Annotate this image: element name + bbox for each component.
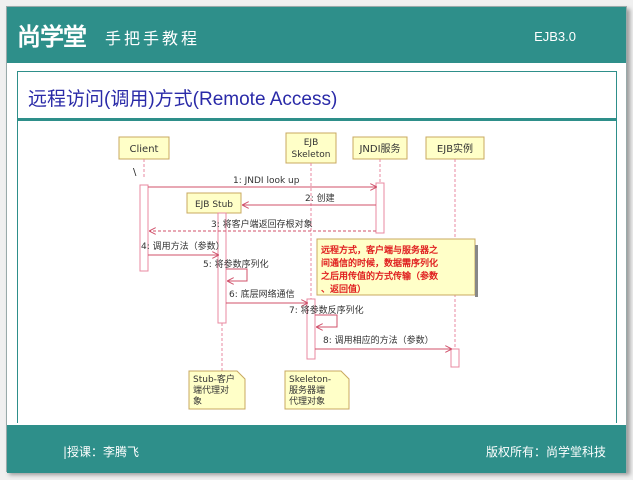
stub-box-label: EJB Stub bbox=[195, 200, 233, 210]
stub-activation bbox=[217, 212, 227, 324]
skeleton-note-line-1: Skeleton- bbox=[289, 375, 331, 385]
lecturer-text: |授课：李腾飞 bbox=[63, 445, 140, 459]
lifeline-jndi-label: JNDI服务 bbox=[358, 142, 400, 155]
skeleton-note: Skeleton- 服务器端 代理对象 bbox=[284, 370, 350, 410]
lifeline-skeleton-label1: EJB bbox=[304, 138, 319, 148]
message-3-label: 3: 将客户端返回存根对象 bbox=[211, 218, 313, 230]
title-box: 远程访问(调用)方式(Remote Access) bbox=[17, 71, 617, 119]
instance-activation bbox=[450, 348, 460, 368]
callout-line-2: 间通信的时候，数据需序列化 bbox=[321, 257, 438, 269]
content-frame bbox=[17, 121, 617, 423]
slide-title: 远程访问(调用)方式(Remote Access) bbox=[28, 89, 338, 110]
stub-note-line-2: 端代理对 bbox=[193, 384, 229, 396]
lifeline-instance: EJB实例 bbox=[425, 136, 485, 160]
stub-note-line-1: Stub-客户 bbox=[193, 373, 235, 385]
remote-callout: 远程方式，客户端与服务器之 间通信的时候，数据需序列化 之后用传值的方式传输（参… bbox=[316, 238, 478, 297]
slide: 尚学堂 手把手教程 EJB3.0 远程访问(调用)方式(Remote Acces… bbox=[6, 6, 627, 473]
copyright-text: 版权所有：尚学堂科技 bbox=[485, 445, 606, 459]
logo: 尚学堂 bbox=[17, 23, 87, 51]
callout-line-1: 远程方式，客户端与服务器之 bbox=[321, 244, 438, 256]
message-1-label: 1: JNDI look up bbox=[233, 176, 300, 186]
message-6-label: 6: 底层网络通信 bbox=[229, 288, 295, 300]
jndi-activation bbox=[375, 182, 385, 234]
skeleton-note-line-2: 服务器端 bbox=[289, 384, 325, 396]
stub-note: Stub-客户 端代理对 象 bbox=[188, 370, 246, 410]
course-name: EJB3.0 bbox=[534, 29, 576, 44]
message-7-arrow bbox=[315, 314, 338, 327]
message-7-label: 7: 将参数反序列化 bbox=[289, 304, 364, 316]
header-bar: 尚学堂 手把手教程 EJB3.0 bbox=[7, 7, 626, 63]
skeleton-activation bbox=[306, 298, 316, 360]
lifeline-skeleton: EJB Skeleton bbox=[285, 132, 337, 164]
message-5-label: 5: 将参数序列化 bbox=[203, 258, 269, 270]
lifeline-client: Client bbox=[118, 136, 170, 179]
lifeline-instance-label: EJB实例 bbox=[437, 142, 473, 155]
sequence-diagram: Client EJB Skeleton JNDI服务 EJB实例 \ EJB S… bbox=[118, 132, 485, 410]
message-4-label: 4: 调用方法（参数） bbox=[141, 240, 225, 252]
callout-line-4: 、返回值） bbox=[321, 283, 366, 295]
logo-subtitle: 手把手教程 bbox=[105, 29, 201, 48]
message-8-label: 8: 调用相应的方法（参数） bbox=[323, 334, 434, 346]
message-5-arrow bbox=[226, 268, 248, 281]
message-2-label: 2: 创建 bbox=[305, 192, 335, 204]
footer-bar: |授课：李腾飞 版权所有：尚学堂科技 bbox=[7, 425, 626, 473]
stub-box bbox=[186, 192, 242, 214]
lifeline-client-label: Client bbox=[130, 144, 159, 155]
stub-note-line-3: 象 bbox=[193, 395, 202, 407]
client-marker: \ bbox=[133, 167, 137, 178]
lifeline-skeleton-label2: Skeleton bbox=[292, 150, 331, 160]
client-activation bbox=[139, 184, 149, 272]
callout-line-3: 之后用传值的方式传输（参数 bbox=[321, 270, 439, 282]
skeleton-note-line-3: 代理对象 bbox=[289, 395, 325, 407]
title-divider bbox=[17, 119, 617, 121]
lifeline-jndi: JNDI服务 bbox=[352, 136, 408, 160]
